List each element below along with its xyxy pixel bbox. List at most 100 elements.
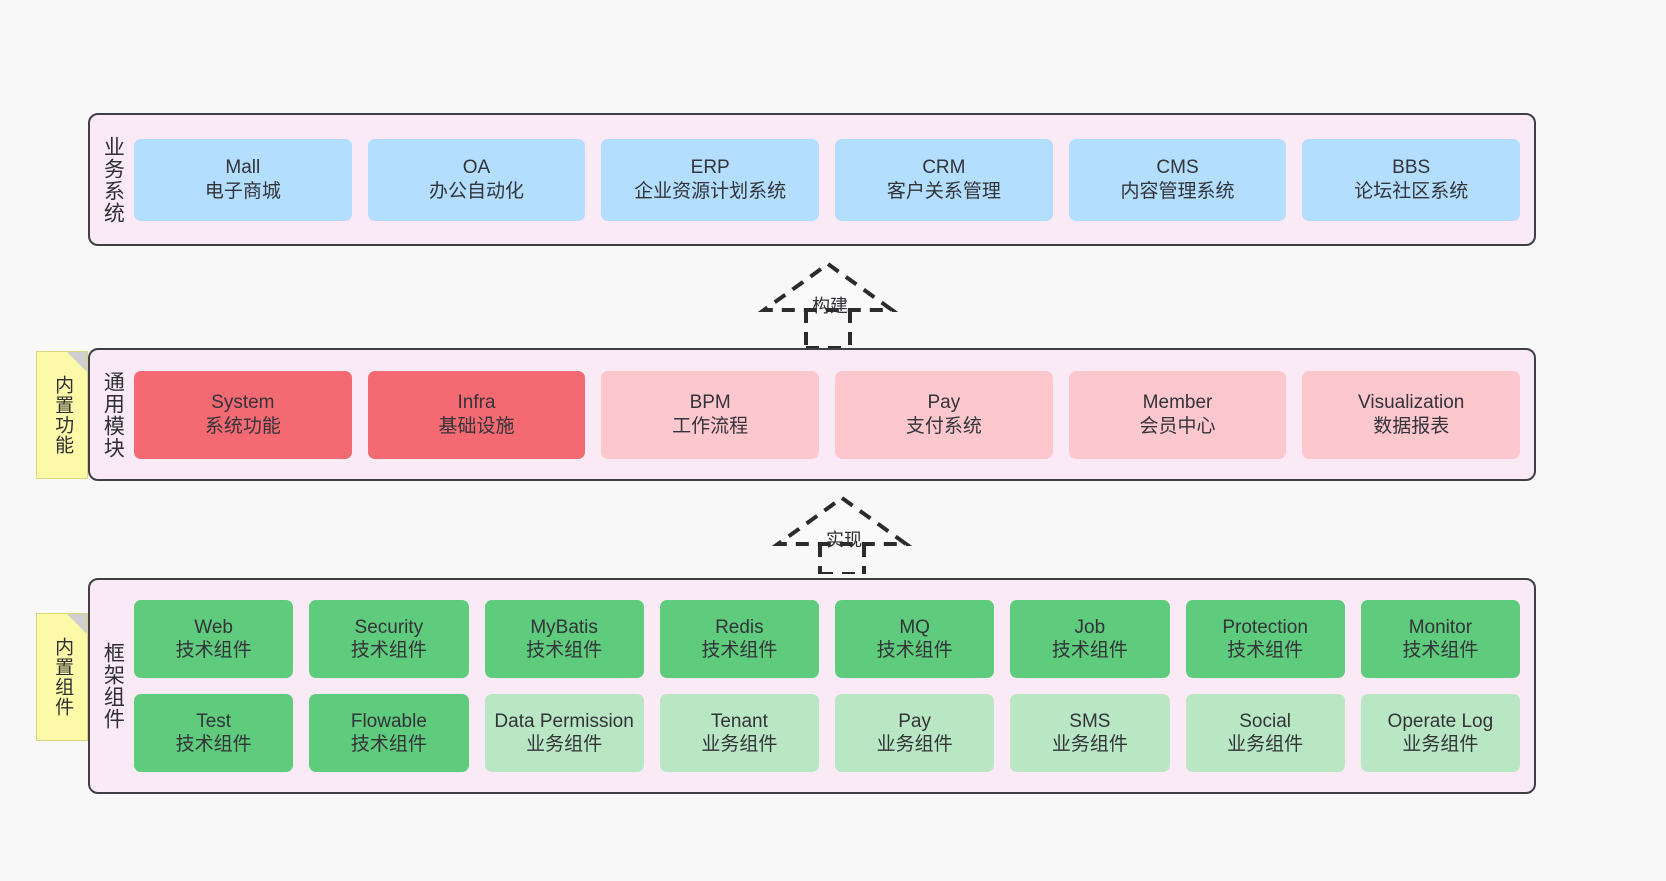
card-title: Mall xyxy=(225,157,261,179)
card-title: Security xyxy=(354,616,424,638)
card-pay-component[interactable]: Pay 业务组件 xyxy=(835,694,995,772)
card-subtitle: 办公自动化 xyxy=(429,180,525,202)
card-data-permission[interactable]: Data Permission 业务组件 xyxy=(484,694,644,772)
layer-body-common-modules: System 系统功能 Infra 基础设施 BPM 工作流程 Pay 支付系统… xyxy=(134,350,1534,479)
card-subtitle: 客户关系管理 xyxy=(886,180,1001,202)
card-subtitle: 数据报表 xyxy=(1373,415,1450,437)
card-subtitle: 企业资源计划系统 xyxy=(634,180,787,202)
card-tenant[interactable]: Tenant 业务组件 xyxy=(659,694,819,772)
card-sms[interactable]: SMS 业务组件 xyxy=(1010,694,1170,772)
card-mq[interactable]: MQ 技术组件 xyxy=(835,600,995,678)
card-title: Visualization xyxy=(1358,392,1465,414)
card-job[interactable]: Job 技术组件 xyxy=(1010,600,1170,678)
note-builtin-components: 内置组件 xyxy=(36,613,88,741)
card-erp[interactable]: ERP 企业资源计划系统 xyxy=(601,138,820,221)
card-title: Infra xyxy=(457,392,496,414)
note-fold-corner-icon xyxy=(67,614,87,634)
card-subtitle: 技术组件 xyxy=(350,640,427,661)
common-modules-row: System 系统功能 Infra 基础设施 BPM 工作流程 Pay 支付系统… xyxy=(134,370,1521,459)
card-subtitle: 业务组件 xyxy=(876,734,953,755)
card-system[interactable]: System 系统功能 xyxy=(134,370,352,459)
card-title: Protection xyxy=(1222,616,1308,638)
tech-components-row: Web 技术组件 Security 技术组件 MyBatis 技术组件 Redi… xyxy=(134,600,1520,678)
layer-business-systems: 业务系统 Mall 电子商城 OA 办公自动化 ERP 企业资源计划系统 CRM… xyxy=(88,113,1536,246)
card-title: Monitor xyxy=(1408,616,1473,638)
layer-title-business-systems: 业务系统 xyxy=(101,135,125,224)
layer-title-framework-components: 框架组件 xyxy=(101,642,125,730)
card-title: Social xyxy=(1239,710,1291,732)
card-subtitle: 系统功能 xyxy=(204,415,281,437)
card-subtitle: 工作流程 xyxy=(672,415,749,437)
card-security[interactable]: Security 技术组件 xyxy=(309,600,469,678)
build-arrow-label: 构建 xyxy=(812,296,848,316)
note-label: 内置组件 xyxy=(52,637,74,717)
card-title: BBS xyxy=(1392,157,1431,179)
card-title: Job xyxy=(1074,616,1106,638)
card-title: CMS xyxy=(1156,157,1199,179)
card-test[interactable]: Test 技术组件 xyxy=(134,694,294,772)
card-flowable[interactable]: Flowable 技术组件 xyxy=(309,694,469,772)
card-visualization[interactable]: Visualization 数据报表 xyxy=(1302,370,1521,459)
card-pay-module[interactable]: Pay 支付系统 xyxy=(835,370,1053,459)
card-monitor[interactable]: Monitor 技术组件 xyxy=(1360,600,1520,678)
card-subtitle: 技术组件 xyxy=(1402,640,1479,661)
card-bpm[interactable]: BPM 工作流程 xyxy=(601,370,820,459)
card-social[interactable]: Social 业务组件 xyxy=(1185,694,1345,772)
card-title: Pay xyxy=(927,392,961,414)
card-title: OA xyxy=(462,157,491,179)
card-redis[interactable]: Redis 技术组件 xyxy=(659,600,819,678)
card-title: SMS xyxy=(1069,710,1111,732)
card-mall[interactable]: Mall 电子商城 xyxy=(134,138,352,221)
card-infra[interactable]: Infra 基础设施 xyxy=(367,370,586,459)
card-bbs[interactable]: BBS 论坛社区系统 xyxy=(1302,138,1521,221)
card-subtitle: 内容管理系统 xyxy=(1120,180,1235,202)
card-subtitle: 技术组件 xyxy=(701,640,778,661)
card-subtitle: 业务组件 xyxy=(701,734,778,755)
card-subtitle: 技术组件 xyxy=(1051,640,1128,661)
card-title: Tenant xyxy=(710,710,768,732)
layer-title-common-modules: 通用模块 xyxy=(101,370,125,459)
note-builtin-features: 内置功能 xyxy=(36,351,88,479)
card-oa[interactable]: OA 办公自动化 xyxy=(367,138,586,221)
card-member[interactable]: Member 会员中心 xyxy=(1068,370,1287,459)
layer-body-framework-components: Web 技术组件 Security 技术组件 MyBatis 技术组件 Redi… xyxy=(134,580,1534,792)
card-title: System xyxy=(211,392,275,414)
card-title: Data Permission xyxy=(494,710,634,732)
card-subtitle: 基础设施 xyxy=(438,415,515,437)
card-subtitle: 会员中心 xyxy=(1139,415,1216,437)
note-fold-corner-icon xyxy=(67,352,87,372)
card-subtitle: 技术组件 xyxy=(1227,640,1304,661)
card-title: Web xyxy=(194,616,233,638)
note-label: 内置功能 xyxy=(52,375,74,455)
card-subtitle: 技术组件 xyxy=(526,640,603,661)
card-web[interactable]: Web 技术组件 xyxy=(134,600,294,678)
card-subtitle: 电子商城 xyxy=(204,180,281,202)
card-title: Flowable xyxy=(350,710,427,732)
implement-arrow-label: 实现 xyxy=(826,530,862,550)
card-title: MyBatis xyxy=(530,616,598,638)
card-subtitle: 技术组件 xyxy=(175,734,252,755)
card-crm[interactable]: CRM 客户关系管理 xyxy=(835,138,1053,221)
card-title: Redis xyxy=(715,616,764,638)
card-title: Member xyxy=(1142,392,1213,414)
card-subtitle: 论坛社区系统 xyxy=(1354,180,1469,202)
card-subtitle: 技术组件 xyxy=(876,640,953,661)
card-subtitle: 业务组件 xyxy=(526,734,603,755)
card-subtitle: 业务组件 xyxy=(1227,734,1304,755)
card-protection[interactable]: Protection 技术组件 xyxy=(1185,600,1345,678)
layer-body-business-systems: Mall 电子商城 OA 办公自动化 ERP 企业资源计划系统 CRM 客户关系… xyxy=(134,115,1534,244)
business-components-row: Test 技术组件 Flowable 技术组件 Data Permission … xyxy=(134,694,1520,772)
card-subtitle: 技术组件 xyxy=(175,640,252,661)
card-title: MQ xyxy=(899,616,930,638)
card-title: BPM xyxy=(689,392,731,414)
layer-common-modules: 通用模块 System 系统功能 Infra 基础设施 BPM 工作流程 Pay… xyxy=(88,348,1536,481)
layer-framework-components: 框架组件 Web 技术组件 Security 技术组件 MyBatis 技术组件… xyxy=(88,578,1536,794)
card-subtitle: 技术组件 xyxy=(350,734,427,755)
card-title: ERP xyxy=(690,157,730,179)
card-operate-log[interactable]: Operate Log 业务组件 xyxy=(1360,694,1520,772)
business-systems-row: Mall 电子商城 OA 办公自动化 ERP 企业资源计划系统 CRM 客户关系… xyxy=(134,138,1521,221)
card-mybatis[interactable]: MyBatis 技术组件 xyxy=(484,600,644,678)
card-cms[interactable]: CMS 内容管理系统 xyxy=(1068,138,1287,221)
card-subtitle: 业务组件 xyxy=(1051,734,1128,755)
